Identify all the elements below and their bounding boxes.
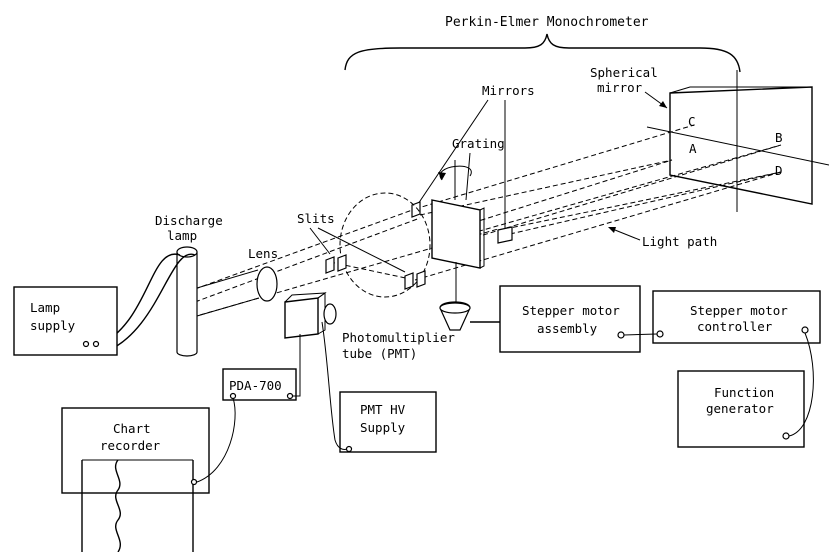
point-d-label: D	[775, 163, 783, 178]
stepper-motor-assembly-label-2: assembly	[537, 321, 598, 336]
lamp-supply-label-1: Lamp	[30, 300, 60, 315]
pmt-label-1: Photomultiplier	[342, 330, 455, 345]
stepper-motor-assembly-label-1: Stepper motor	[522, 303, 620, 318]
lens-label: Lens	[248, 246, 278, 261]
controller-terminal-right	[801, 326, 809, 334]
spherical-mirror-label-1: Spherical	[590, 65, 658, 80]
pmt-pda-wire	[292, 334, 301, 397]
entrance-slit	[325, 254, 347, 274]
spherical-mirror-label-2: mirror	[597, 80, 643, 95]
lens	[256, 266, 278, 302]
stepper-motor-controller-label-2: controller	[697, 319, 773, 334]
mirrors-pointer-left	[417, 99, 489, 205]
lamp-supply-terminal-2	[92, 340, 100, 348]
monochrometer-title: Perkin-Elmer Monochrometer	[445, 15, 649, 30]
pda-chart-wire	[196, 397, 236, 483]
function-generator-terminal	[782, 432, 790, 440]
controller-terminal-left	[656, 330, 664, 338]
point-a-label: A	[689, 141, 697, 156]
chart-recorder-terminal	[190, 478, 198, 486]
slits-label: Slits	[297, 211, 335, 226]
stepper-shaft	[439, 301, 500, 331]
grating-label: Grating	[452, 136, 505, 151]
exit-slit	[404, 270, 426, 290]
pmt-hv-terminal	[345, 445, 353, 453]
stepper-motor-controller-box	[652, 290, 821, 344]
lamp-supply-label-2: supply	[30, 318, 76, 333]
chart-recorder-label-1: Chart	[113, 421, 151, 436]
chart-recorder	[61, 407, 210, 552]
discharge-lamp-label-2: lamp	[167, 228, 197, 243]
light-path-label: Light path	[642, 234, 717, 249]
pmt-label-2: tube (PMT)	[342, 346, 417, 361]
lamp-supply-terminal-1	[82, 340, 90, 348]
mirrors-label: Mirrors	[482, 83, 535, 98]
discharge-lamp	[99, 246, 198, 357]
discharge-lamp-label-1: Discharge	[155, 213, 223, 228]
pda-terminal-left	[229, 392, 237, 400]
stepper-assembly-terminal	[617, 331, 625, 339]
slits-pointer-left	[309, 227, 331, 255]
stepper-motor-controller-label-1: Stepper motor	[690, 303, 788, 318]
grating-pointer	[465, 152, 471, 201]
grating	[431, 160, 485, 305]
point-b-label: B	[775, 130, 783, 145]
chart-recorder-label-2: recorder	[100, 438, 161, 453]
stepper-motor-assembly-box	[499, 285, 641, 353]
pda-terminal-right	[286, 392, 294, 400]
assembly-controller-wire	[623, 333, 658, 336]
point-c-label: C	[688, 114, 696, 129]
pmt-hv-supply-label-1: PMT HV	[360, 402, 406, 417]
spherical-mirror	[646, 70, 829, 212]
controller-function-wire	[788, 332, 814, 437]
pmt-hv-supply-label-2: Supply	[360, 420, 406, 435]
small-mirror-upper	[411, 201, 421, 218]
photomultiplier-tube	[284, 292, 337, 339]
monochrometer-brace	[344, 33, 741, 73]
small-mirror-lower	[497, 226, 513, 244]
lamp-beam	[196, 269, 260, 317]
pda-700-label: PDA-700	[229, 378, 282, 393]
slit-region-circle	[339, 192, 431, 298]
pmt-hv-supply-box	[339, 391, 437, 453]
lamp-supply-box	[13, 286, 118, 356]
function-generator-label-2: generator	[706, 401, 774, 416]
slits-pointer-right	[317, 227, 406, 273]
function-generator-label-1: Function	[714, 385, 774, 400]
pmt-hv-wire	[321, 321, 348, 450]
